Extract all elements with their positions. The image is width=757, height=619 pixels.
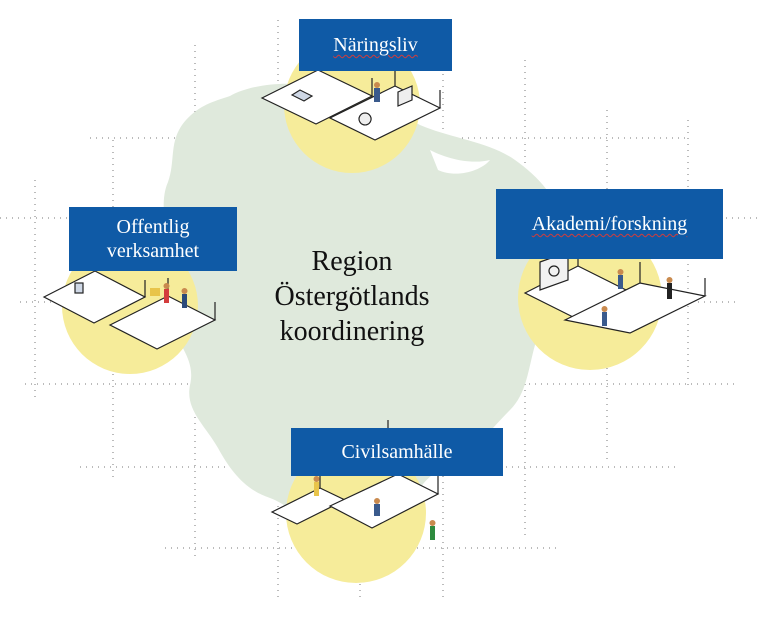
scene-offentlig xyxy=(42,270,217,350)
label-naringsliv-text: Näringsliv xyxy=(333,34,418,56)
label-akademi-forskning: Akademi/forskning xyxy=(496,189,723,259)
label-offentlig-verksamhet: Offentlig verksamhet xyxy=(69,207,237,271)
center-title-line1: Region xyxy=(311,246,393,277)
center-title: Region Östergötlands koordinering xyxy=(262,244,442,349)
center-title-line2: Östergötlands xyxy=(274,281,430,312)
center-title-line3: koordinering xyxy=(279,316,425,347)
label-offentlig-line2: verksamhet xyxy=(106,240,200,262)
scene-naringsliv xyxy=(260,68,442,141)
label-offentlig-line1: Offentlig xyxy=(116,216,190,238)
region-map-inlet xyxy=(430,150,490,174)
scene-akademi xyxy=(523,250,707,334)
label-naringsliv: Näringsliv xyxy=(299,19,452,71)
label-akademi-text: Akademi/forskning xyxy=(531,213,688,235)
region-map-shape xyxy=(157,83,566,540)
label-civil-text: Civilsamhälle xyxy=(341,441,453,463)
label-civilsamhalle: Civilsamhälle xyxy=(291,428,503,476)
